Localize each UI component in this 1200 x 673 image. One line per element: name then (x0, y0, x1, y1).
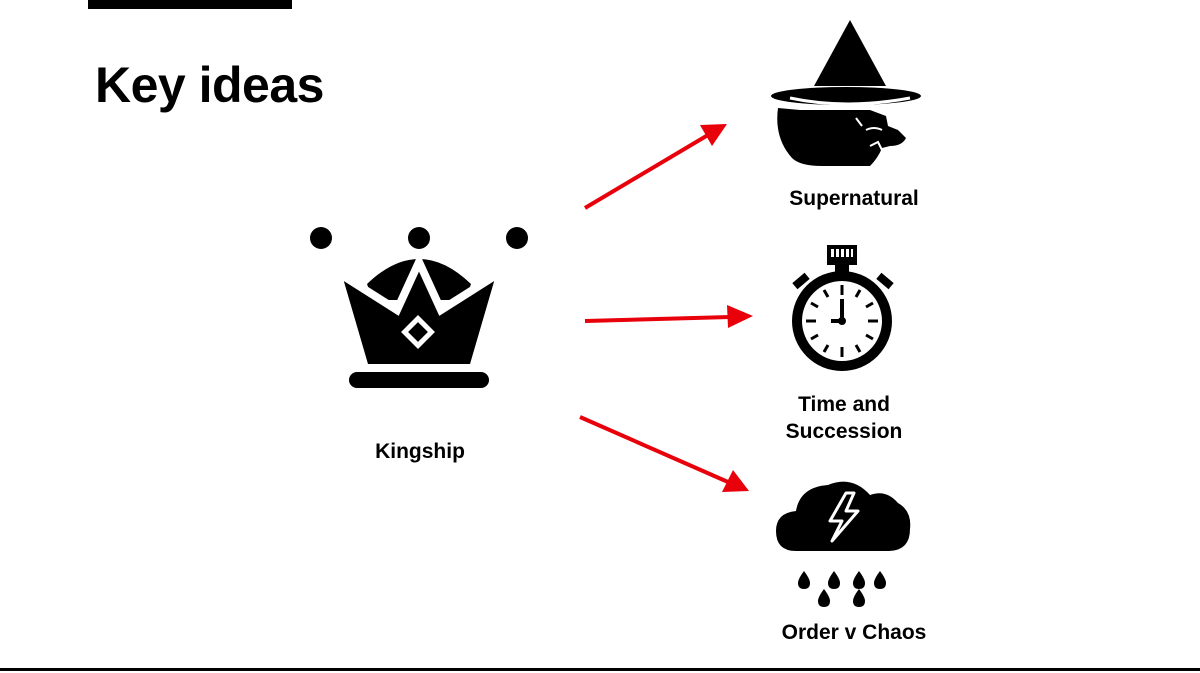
supernatural-label: Supernatural (789, 187, 919, 210)
header-accent-bar (88, 0, 292, 9)
time-succession-line1: Time and (798, 393, 890, 416)
page-title: Key ideas (95, 57, 324, 113)
arrow-to-time (584, 305, 753, 328)
crown-icon (305, 222, 535, 397)
stopwatch-icon (785, 243, 901, 376)
time-succession-label: Time and Succession (754, 391, 934, 445)
order-chaos-label: Order v Chaos (781, 621, 927, 644)
time-succession-line2: Succession (785, 420, 903, 443)
arrow-to-supernatural (583, 124, 727, 210)
witch-icon (770, 18, 925, 175)
arrow-to-order-chaos (579, 415, 749, 492)
storm-cloud-icon (774, 475, 914, 618)
kingship-label: Kingship (375, 440, 465, 463)
bottom-divider (0, 668, 1200, 671)
